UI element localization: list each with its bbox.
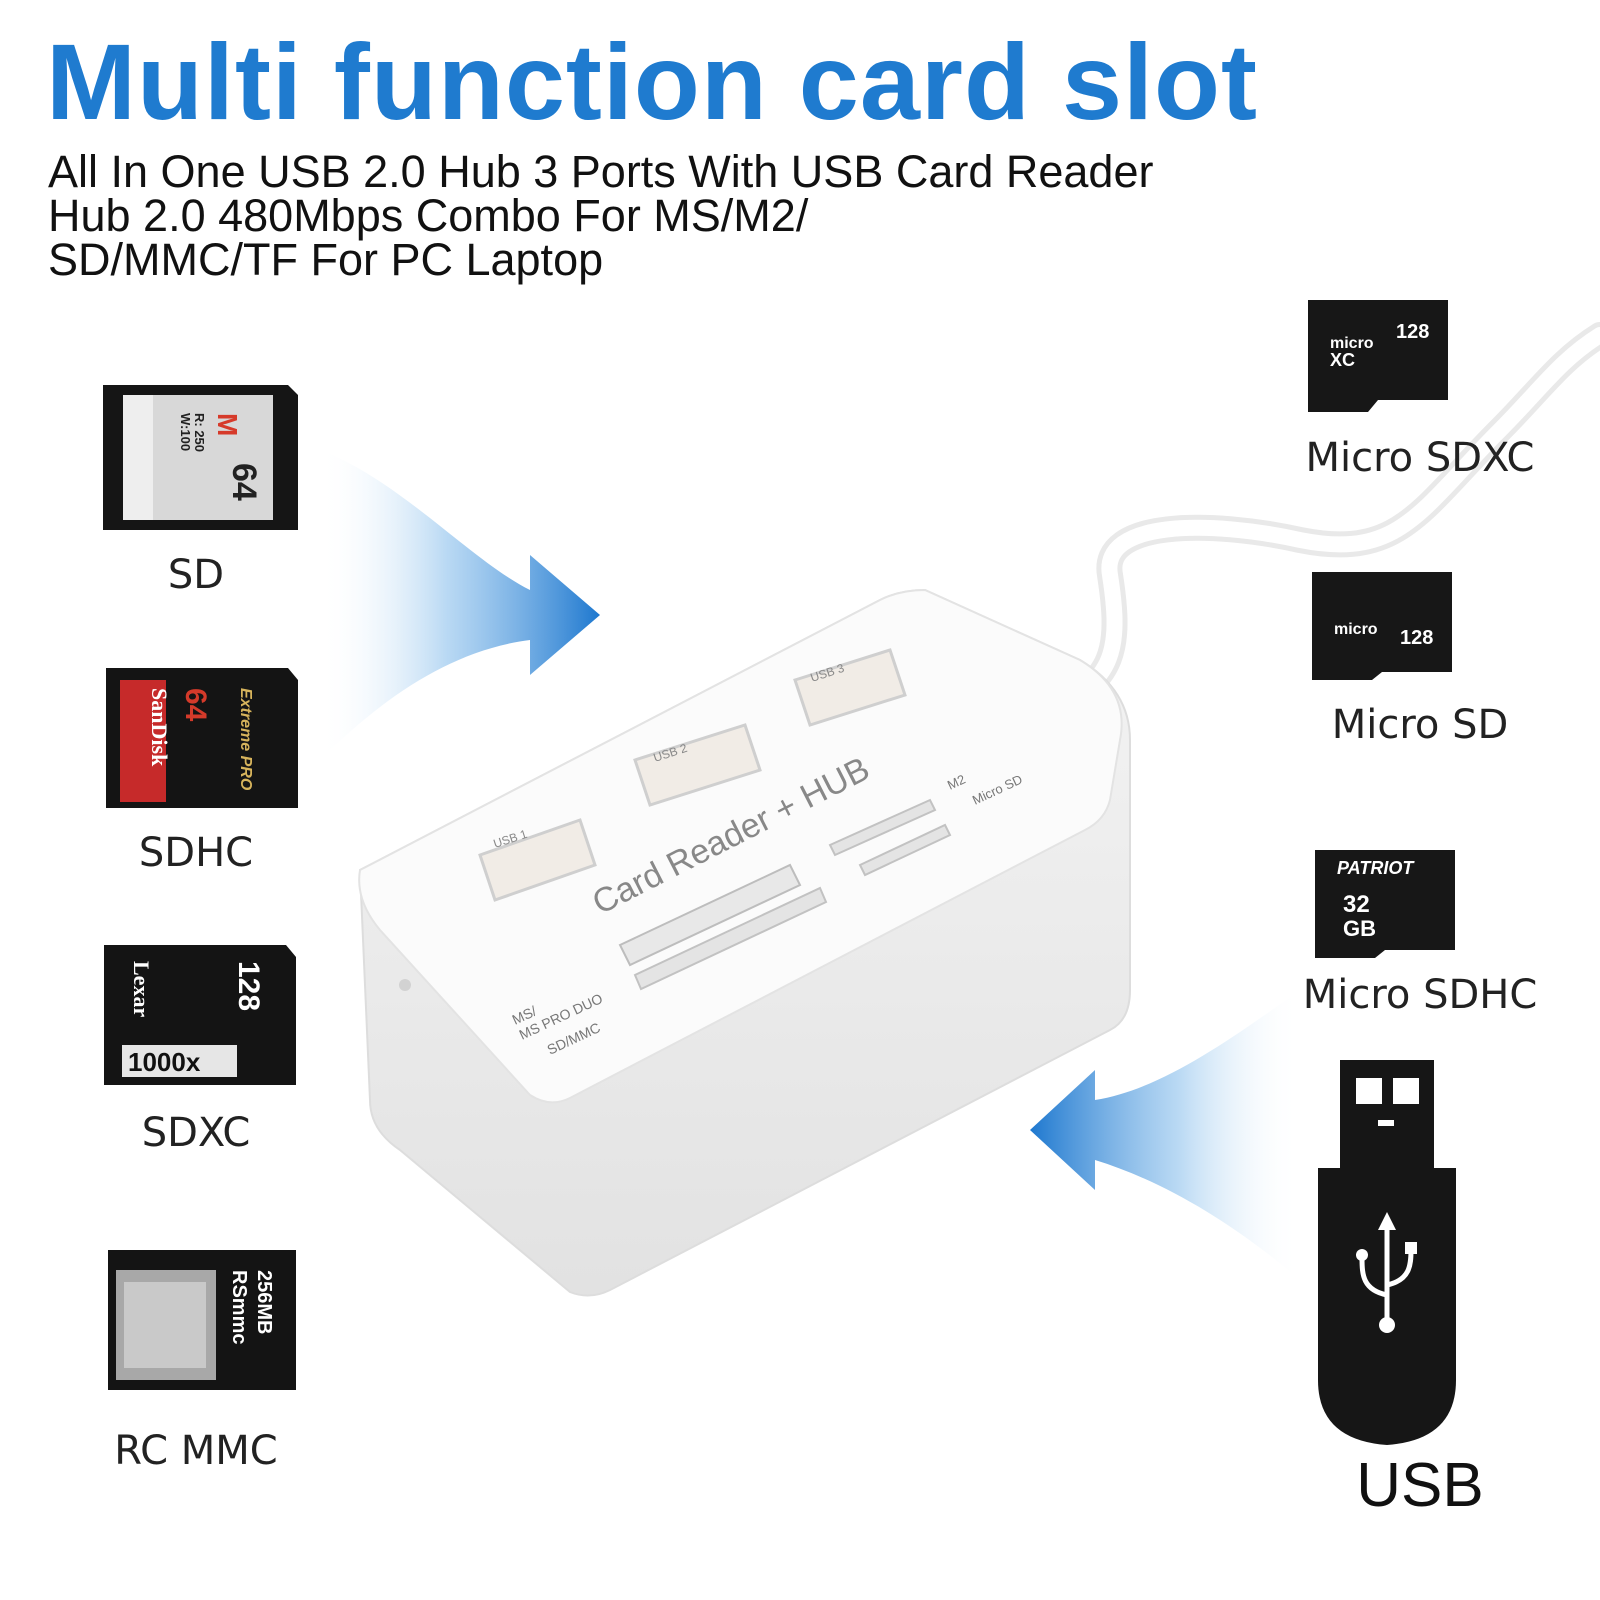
rcmmc-card-image: 256MB RSmmc bbox=[108, 1250, 296, 1390]
usb-port-3 bbox=[793, 648, 907, 727]
svg-text:M: M bbox=[212, 413, 243, 436]
sdxc-card-image: Lexar 128 1000x bbox=[104, 945, 296, 1085]
subtitle-line-3: SD/MMC/TF For PC Laptop bbox=[48, 234, 604, 285]
label-micro-sdhc: Micro SDHC bbox=[1302, 972, 1538, 1018]
label-sdxc: SDXC bbox=[141, 1110, 251, 1156]
slot-label-m2: M2 bbox=[945, 771, 968, 792]
svg-text:64: 64 bbox=[179, 688, 212, 722]
svg-text:128: 128 bbox=[1396, 321, 1429, 343]
subtitle-line-2: Hub 2.0 480Mbps Combo For MS/M2/ bbox=[48, 190, 809, 241]
sd-slot bbox=[633, 886, 828, 991]
svg-text:XC: XC bbox=[1330, 350, 1355, 370]
product-subtitle: All In One USB 2.0 Hub 3 Ports With USB … bbox=[48, 146, 1248, 285]
svg-text:GB: GB bbox=[1343, 916, 1376, 941]
label-sdhc: SDHC bbox=[138, 830, 254, 876]
ms-slot bbox=[618, 863, 802, 967]
svg-text:R: 250: R: 250 bbox=[192, 413, 207, 452]
left-arrow bbox=[320, 450, 600, 760]
m2-slot bbox=[828, 798, 937, 857]
label-micro-sd: Micro SD bbox=[1331, 702, 1509, 748]
usb-port-2 bbox=[633, 723, 762, 807]
label-usb: USB bbox=[1356, 1451, 1484, 1520]
micro-sdhc-card-image: PATRIOT 32 GB bbox=[1315, 850, 1455, 958]
svg-text:micro: micro bbox=[1334, 621, 1378, 638]
usb-drive-icon bbox=[1318, 1060, 1456, 1445]
svg-text:SanDisk: SanDisk bbox=[147, 688, 172, 767]
subtitle-line-1: All In One USB 2.0 Hub 3 Ports With USB … bbox=[48, 146, 1154, 197]
sd-card-image: M 64 R: 250 W:100 bbox=[103, 385, 298, 530]
microsd-slot bbox=[858, 823, 952, 877]
micro-sdxc-card-image: 128 micro XC bbox=[1308, 300, 1448, 412]
right-arrow bbox=[1030, 990, 1300, 1280]
usb-port-1 bbox=[478, 818, 597, 902]
svg-text:W:100: W:100 bbox=[178, 413, 193, 451]
svg-text:Lexar: Lexar bbox=[129, 961, 154, 1017]
svg-text:32: 32 bbox=[1343, 891, 1370, 918]
label-micro-sdxc: Micro SDXC bbox=[1305, 435, 1535, 481]
svg-text:RSmmc: RSmmc bbox=[228, 1270, 250, 1344]
label-sd: SD bbox=[167, 552, 225, 598]
svg-text:PATRIOT: PATRIOT bbox=[1337, 858, 1415, 878]
svg-text:micro: micro bbox=[1330, 335, 1374, 352]
label-rc-mmc: RC MMC bbox=[114, 1428, 278, 1474]
sdhc-card-image: SanDisk 64 Extreme PRO bbox=[106, 668, 298, 808]
svg-text:128: 128 bbox=[232, 961, 265, 1011]
page-title: Multi function card slot bbox=[46, 21, 1258, 142]
svg-text:64: 64 bbox=[225, 463, 263, 501]
card-reader-hub: Card Reader + HUB USB 1 USB 2 USB 3 M2 M… bbox=[358, 588, 1131, 1297]
svg-text:1000x: 1000x bbox=[128, 1047, 201, 1077]
svg-text:256MB: 256MB bbox=[253, 1270, 275, 1334]
svg-text:Extreme PRO: Extreme PRO bbox=[237, 688, 254, 791]
micro-sd-card-image: 128 micro bbox=[1312, 572, 1452, 680]
svg-text:128: 128 bbox=[1400, 627, 1433, 649]
